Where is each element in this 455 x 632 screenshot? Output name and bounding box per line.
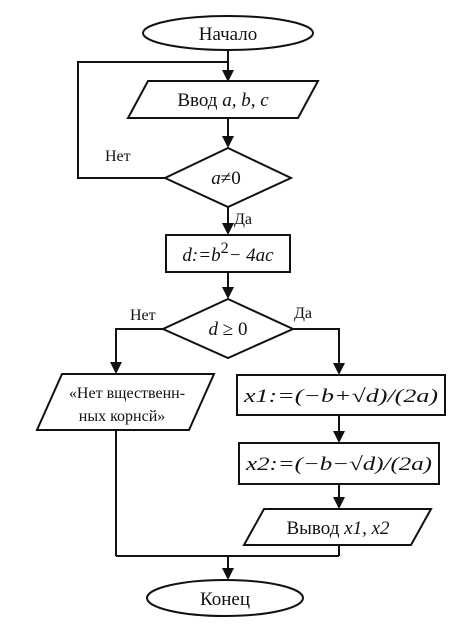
start-terminal [142, 15, 314, 51]
input-label-prefix: Ввод [177, 90, 222, 111]
decision-d-nonnegative [160, 297, 296, 360]
decision-d-var: d [209, 319, 219, 340]
d-yes-label: Да [294, 305, 312, 322]
output-label: Вывод x1, x2 [286, 518, 390, 539]
connector-loop-back [77, 61, 228, 179]
decision-d-op: ≥ 0 [218, 319, 247, 340]
arrowhead-into-disc [222, 223, 234, 235]
discriminant-lhs: d:= [182, 245, 211, 266]
output-block [242, 508, 433, 546]
decision-d-label: d ≥ 0 [209, 319, 248, 340]
arrowhead-into-end [222, 568, 234, 580]
discriminant-block [165, 234, 291, 273]
connector-no-roots-branch [115, 328, 163, 372]
connector-roots-branch [293, 328, 340, 373]
x2-label: x2:=(−b−√d)/(2a) [245, 454, 432, 475]
end-terminal [146, 579, 304, 617]
arrowhead-into-output [333, 497, 345, 509]
arrowhead-into-no-roots [110, 362, 122, 374]
end-label: Конец [200, 589, 250, 610]
x1-block [236, 374, 446, 416]
input-label: Ввод a, b, c [177, 90, 269, 111]
connectors [77, 50, 340, 578]
x2-block [238, 442, 440, 485]
discriminant-label: d:=b2− 4ac [182, 240, 274, 266]
no-roots-output-block [35, 373, 216, 431]
arrowhead-into-check-d [222, 287, 234, 299]
x1-label: x1:=(−b+√d)/(2a) [243, 386, 438, 407]
output-label-vars: x1, x2 [343, 518, 390, 539]
no-roots-line1: «Нет вщественн- [69, 385, 185, 402]
arrowhead-into-x1 [333, 363, 345, 375]
d-no-label: Нет [130, 307, 156, 324]
decision-a-var: a [211, 168, 221, 189]
start-label: Начало [199, 24, 258, 45]
arrowhead-into-input [222, 70, 234, 82]
decision-a-label: a≠0 [211, 168, 240, 189]
arrowhead-into-check-a [222, 136, 234, 148]
a-yes-label: Да [234, 211, 252, 228]
discriminant-rest: − 4ac [229, 245, 275, 266]
discriminant-exp: 2 [221, 240, 229, 257]
decision-a-nonzero [162, 146, 294, 209]
no-roots-line2: ных корнсй» [79, 408, 166, 425]
discriminant-b: b [211, 245, 221, 266]
output-label-prefix: Вывод [286, 518, 344, 539]
arrowheads [110, 70, 345, 580]
loop-no-label: Нет [105, 148, 131, 165]
input-label-vars: a, b, c [222, 90, 269, 111]
decision-a-op: ≠0 [221, 168, 241, 189]
input-block [126, 80, 320, 119]
arrowhead-into-x2 [333, 431, 345, 443]
